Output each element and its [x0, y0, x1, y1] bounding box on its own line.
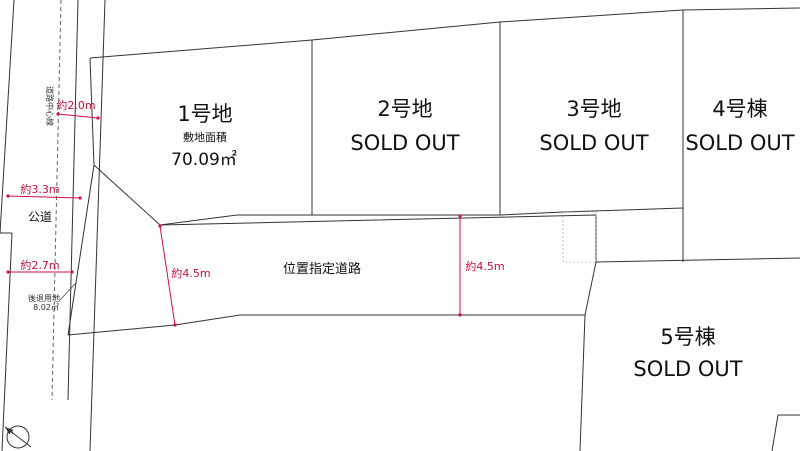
dimension-lines — [6, 112, 462, 327]
public-road-label: 公道 — [28, 210, 52, 224]
lot-1-area: 70.09㎡ — [171, 150, 237, 170]
road-width-right: 約4.5m — [465, 259, 504, 273]
public-road-lines — [0, 0, 106, 451]
lot-5-status: SOLD OUT — [633, 357, 742, 381]
setback-label: 後退用地 — [28, 293, 60, 303]
lot-4-name: 4号棟 — [712, 97, 767, 121]
dim-upper: 約3.3m — [20, 182, 59, 196]
lot-3-name: 3号地 — [566, 97, 621, 121]
setback-area: 8.02㎡ — [33, 303, 59, 312]
north-arrow-icon: N — [4, 425, 32, 449]
lot-2-name: 2号地 — [377, 97, 432, 121]
centerline-label: 道路中心線 — [45, 86, 55, 126]
dim-to-center: 約2.0m — [56, 98, 95, 112]
dim-lower: 約2.7m — [20, 258, 59, 272]
lot-1-subtitle: 敷地面積 — [183, 130, 227, 144]
svg-text:N: N — [9, 430, 13, 436]
road-label: 位置指定道路 — [283, 261, 361, 277]
road-width-left: 約4.5m — [171, 266, 210, 280]
lot-3-status: SOLD OUT — [539, 131, 648, 155]
lot-5-name: 5号棟 — [660, 325, 715, 349]
lot-1-name: 1号地 — [177, 102, 232, 126]
lot-boundaries — [67, 7, 800, 451]
lot-2-status: SOLD OUT — [350, 131, 459, 155]
lot-4-status: SOLD OUT — [685, 131, 794, 155]
